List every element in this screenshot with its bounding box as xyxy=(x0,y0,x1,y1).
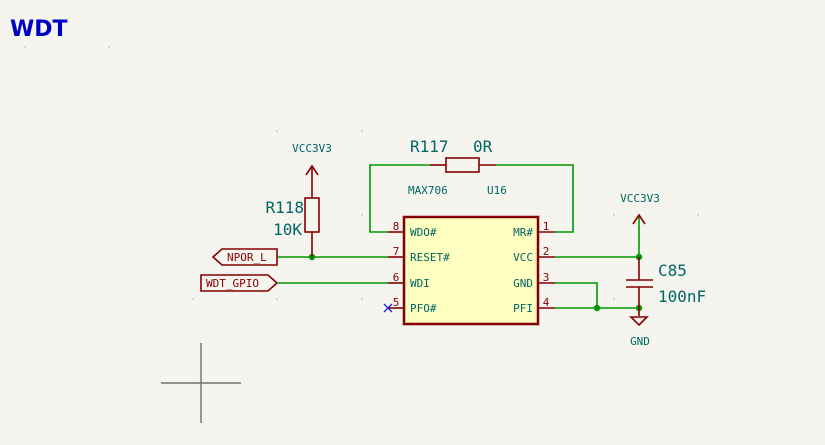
pin-number: 3 xyxy=(543,271,550,284)
ic-pin-7[interactable]: 7 RESET# xyxy=(388,245,450,264)
sheet-title: WDT xyxy=(10,17,68,42)
pin-number: 7 xyxy=(393,245,400,258)
global-label-npor[interactable]: NPOR_L xyxy=(211,248,278,266)
c85-value: 100nF xyxy=(658,287,706,306)
ic-ref: U16 xyxy=(487,184,507,197)
c85-ref: C85 xyxy=(658,261,687,280)
ic-part: MAX706 xyxy=(408,184,448,197)
grid-dots xyxy=(24,46,699,384)
power-gnd[interactable]: GND xyxy=(629,308,650,348)
pin-number: 8 xyxy=(393,220,400,233)
pin-name: WDI xyxy=(410,277,430,290)
r118-ref: R118 xyxy=(265,198,304,217)
ic-pin-5[interactable]: 5 PFO# xyxy=(383,296,437,315)
wire-wdo xyxy=(369,164,430,233)
power-arrow-icon xyxy=(632,213,646,225)
ic-pin-2[interactable]: 2 VCC xyxy=(513,245,555,264)
wdt-gpio-label-text: WDT_GPIO xyxy=(206,277,259,290)
r117-ref: R117 xyxy=(410,137,449,156)
pin-name: VCC xyxy=(513,251,533,264)
pin-name: MR# xyxy=(513,226,533,239)
ground-icon xyxy=(629,316,649,327)
capacitor-c85[interactable]: C85 100nF xyxy=(626,257,706,308)
pin-number: 2 xyxy=(543,245,550,258)
npor-label-text: NPOR_L xyxy=(227,251,267,264)
wires xyxy=(278,164,640,309)
label-outline-input xyxy=(211,248,278,266)
pin-number: 5 xyxy=(393,296,400,309)
power-gnd-label: GND xyxy=(630,335,650,348)
resistor-r118[interactable]: R118 10K xyxy=(265,168,320,257)
ic-pin-1[interactable]: 1 MR# xyxy=(513,220,555,239)
global-label-wdt-gpio[interactable]: WDT_GPIO xyxy=(200,274,279,292)
pin-name: WDO# xyxy=(410,226,437,239)
ic-pin-3[interactable]: 3 GND xyxy=(513,271,555,290)
power-vcc3v3-left[interactable]: VCC3V3 xyxy=(292,142,332,176)
pin-name: RESET# xyxy=(410,251,450,264)
ic-pin-6[interactable]: 6 WDI xyxy=(388,271,430,290)
power-vcc3v3-right[interactable]: VCC3V3 xyxy=(620,192,660,225)
pin-name: GND xyxy=(513,277,533,290)
power-vcc-right-label: VCC3V3 xyxy=(620,192,660,205)
ic-pin-8[interactable]: 8 WDO# xyxy=(388,220,437,239)
no-connect-icon xyxy=(383,303,393,313)
pin-name: PFI xyxy=(513,302,533,315)
ic-u16[interactable]: MAX706 U16 8 WDO# 7 RESET# 6 WDI 5 PFO# xyxy=(383,184,555,326)
power-vcc-left-label: VCC3V3 xyxy=(292,142,332,155)
power-arrow-icon xyxy=(305,164,319,176)
wire-gnd xyxy=(555,282,598,308)
r117-value: 0R xyxy=(473,137,493,156)
resistor-r117[interactable]: R117 0R xyxy=(410,137,496,173)
crosshair-cursor xyxy=(161,343,241,423)
pin-number: 1 xyxy=(543,220,550,233)
junction-gnd-pfi xyxy=(593,304,601,312)
pin-number: 6 xyxy=(393,271,400,284)
wire-mr xyxy=(496,164,574,233)
pin-name: PFO# xyxy=(410,302,437,315)
label-outline-output xyxy=(200,274,279,292)
pin-number: 4 xyxy=(543,296,550,309)
ic-body xyxy=(402,215,540,326)
ic-pin-4[interactable]: 4 PFI xyxy=(513,296,555,315)
r118-value: 10K xyxy=(273,220,302,239)
